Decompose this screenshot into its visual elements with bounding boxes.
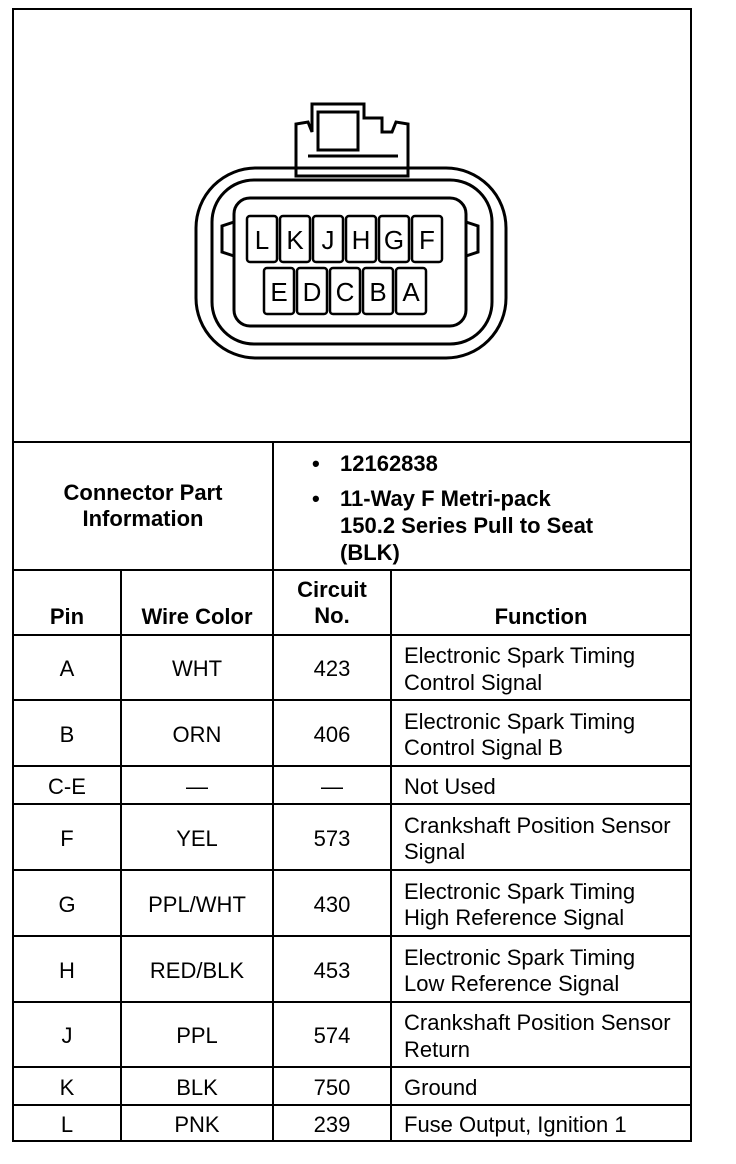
cell-function: Electronic Spark Timing Control Signal (404, 643, 636, 695)
grid-line-vertical (390, 569, 392, 1141)
cell-pin: C-E (48, 773, 86, 799)
cell-wire-color: YEL (176, 825, 218, 851)
housing-inner (210, 178, 494, 346)
cell-pin: G (58, 891, 76, 917)
cell-wire-color: — (186, 773, 208, 799)
pin-cavity (328, 266, 362, 316)
grid-line-horizontal (12, 765, 692, 767)
pin-cavity (361, 266, 395, 316)
cell-wire-color: WHT (171, 656, 223, 682)
part-info-item: • 11-Way F Metri-pack 150.2 Series Pull … (312, 485, 682, 566)
cell-function: Electronic Spark Timing High Reference S… (404, 878, 636, 930)
pin-label: D (303, 277, 322, 307)
pin-label: J (322, 225, 335, 255)
pin-label: E (270, 277, 287, 307)
grid-line-horizontal (12, 803, 692, 805)
pin-label: H (352, 225, 371, 255)
cell-pin: A (59, 656, 75, 682)
pin-cavity (245, 214, 279, 264)
grid-line-horizontal (12, 699, 692, 701)
grid-line-horizontal (12, 441, 692, 443)
cell-function: Electronic Spark Timing Low Reference Si… (404, 944, 636, 996)
part-info-list: • 12162838 • 11-Way F Metri-pack 150.2 S… (312, 450, 682, 566)
pin-label: L (255, 225, 269, 255)
header-pin: Pin (49, 603, 85, 629)
pin-cavity (278, 214, 312, 264)
cell-circuit: 453 (313, 957, 351, 983)
cell-circuit: 750 (313, 1074, 351, 1100)
header-circuit: Circuit No. (297, 576, 367, 628)
pin-cavity (262, 266, 296, 316)
cell-circuit: 574 (313, 1023, 351, 1049)
cell-pin: B (59, 721, 75, 747)
cell-circuit: 573 (313, 825, 351, 851)
cell-circuit: 406 (313, 721, 351, 747)
pin-cavity-outline (232, 196, 468, 328)
side-key-left (220, 220, 235, 258)
cell-circuit: 423 (313, 656, 351, 682)
grid-line-horizontal (12, 1001, 692, 1003)
bullet-icon: • (312, 451, 320, 476)
cell-function: Not Used (404, 773, 496, 799)
grid-line-vertical (120, 569, 122, 1141)
cell-function: Crankshaft Position Sensor Return (404, 1010, 671, 1062)
cell-function: Fuse Output, Ignition 1 (404, 1111, 627, 1137)
cell-pin: K (59, 1074, 75, 1100)
grid-line-horizontal (12, 569, 692, 571)
pin-label: B (369, 277, 386, 307)
latch-tab (316, 110, 360, 152)
part-description: 11-Way F Metri-pack 150.2 Series Pull to… (340, 486, 594, 565)
pin-label: F (419, 225, 435, 255)
pin-cavity (295, 266, 329, 316)
pin-label: C (336, 277, 355, 307)
cell-function: Crankshaft Position Sensor Signal (404, 812, 671, 864)
header-function: Function (494, 603, 588, 629)
housing-outer (194, 166, 508, 360)
grid-line-horizontal (12, 634, 692, 636)
pin-label: A (402, 277, 420, 307)
header-wire-color: Wire Color (141, 603, 253, 629)
cell-pin: J (61, 1023, 73, 1049)
cell-wire-color: ORN (172, 721, 222, 747)
latch-outline (294, 102, 410, 178)
cell-wire-color: BLK (176, 1074, 218, 1100)
grid-line-vertical (272, 441, 274, 1141)
grid-line-horizontal (12, 869, 692, 871)
cell-circuit: 430 (313, 891, 351, 917)
cell-wire-color: RED/BLK (149, 957, 245, 983)
cell-function: Ground (404, 1074, 478, 1100)
part-info-label: Connector Part Information (63, 479, 223, 531)
bullet-icon: • (312, 486, 320, 511)
pin-cavity (344, 214, 378, 264)
cell-pin: F (60, 825, 74, 851)
cell-wire-color: PNK (174, 1111, 220, 1137)
pin-cavity (410, 214, 444, 264)
side-key-right (465, 220, 480, 258)
cell-pin: L (60, 1111, 74, 1137)
pin-label: K (286, 225, 304, 255)
part-number: 12162838 (340, 451, 438, 476)
cell-circuit: 239 (313, 1111, 351, 1137)
cell-wire-color: PPL (176, 1023, 218, 1049)
cell-function: Electronic Spark Timing Control Signal B (404, 708, 636, 760)
grid-line-horizontal (12, 935, 692, 937)
diagram-frame (12, 8, 692, 1142)
grid-line-horizontal (12, 1104, 692, 1106)
grid-line-horizontal (12, 1066, 692, 1068)
part-info-item: • 12162838 (312, 450, 682, 477)
pin-cavity (311, 214, 345, 264)
pin-label: G (384, 225, 404, 255)
cell-circuit: — (321, 773, 343, 799)
cell-pin: H (59, 957, 75, 983)
cell-wire-color: PPL/WHT (148, 891, 246, 917)
pin-cavity (377, 214, 411, 264)
pin-cavity (394, 266, 428, 316)
